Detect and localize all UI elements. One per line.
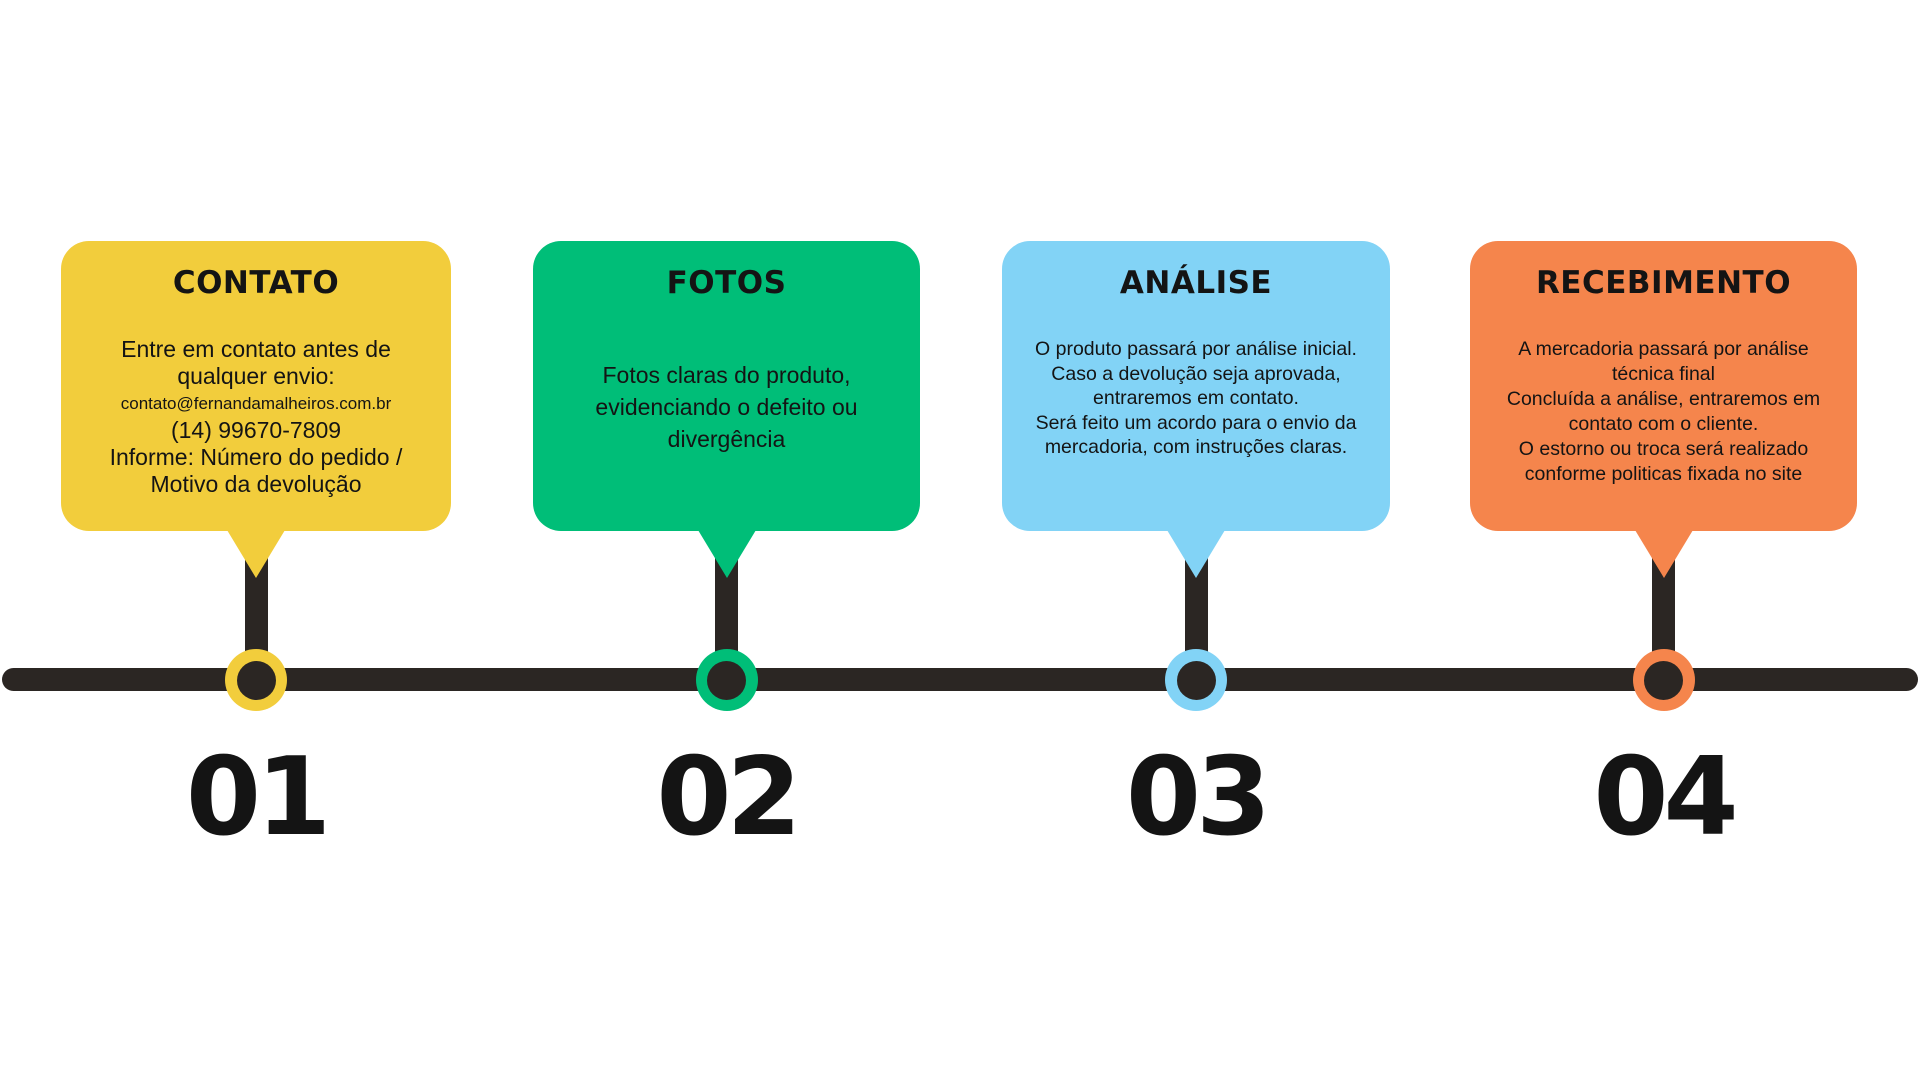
bubble-text-line: Será feito um acordo para o envio da xyxy=(1035,411,1357,434)
bubble-pointer xyxy=(1634,530,1693,578)
bubble-title: ANÁLISE xyxy=(1119,265,1273,301)
bubble-text-line: Entre em contato antes de xyxy=(121,336,391,362)
timeline-node xyxy=(225,649,287,711)
bubble-text-line: mercadoria, com instruções claras. xyxy=(1044,436,1348,458)
bubble-text-line: evidenciando o defeito ou xyxy=(595,394,858,420)
bubble-text-line: O produto passará por análise inicial. xyxy=(1035,338,1357,360)
bubble-text-line: Motivo da devolução xyxy=(150,471,362,497)
bubble-text-line: Fotos claras do produto, xyxy=(602,362,851,388)
bubble-pointer xyxy=(697,530,756,578)
step-contato: CONTATO Entre em contato antes de qualqu… xyxy=(61,241,451,881)
step-analise: ANÁLISE O produto passará por análise in… xyxy=(1002,241,1390,881)
bubble-text-line: A mercadoria passará por análise xyxy=(1518,338,1809,360)
bubble-text-line: O estorno ou troca será realizado xyxy=(1518,438,1809,460)
bubble-text-line: conforme politicas fixada no site xyxy=(1524,463,1803,485)
bubble-text-line: divergência xyxy=(667,426,786,452)
contact-phone: (14) 99670-7809 xyxy=(170,417,342,443)
bubble-pointer xyxy=(227,530,285,578)
step-recebimento: RECEBIMENTO A mercadoria passará por aná… xyxy=(1470,241,1857,881)
bubble-body: O produto passará por análise inicial. C… xyxy=(1016,337,1376,460)
bubble-text-line: técnica final xyxy=(1612,363,1715,385)
bubble-text-line: entraremos em contato. xyxy=(1093,387,1299,409)
bubble-pointer xyxy=(1167,530,1225,578)
timeline-node xyxy=(1632,649,1695,711)
speech-bubble-fotos: FOTOS Fotos claras do produto, evidencia… xyxy=(533,241,920,531)
step-number: 03 xyxy=(1125,735,1271,860)
bubble-text-line: qualquer envio: xyxy=(177,363,335,389)
node-dot xyxy=(1644,660,1683,700)
contact-email: contato@fernandamalheiros.com.br xyxy=(120,394,392,413)
bubble-title: RECEBIMENTO xyxy=(1535,265,1792,301)
bubble-text-line: Caso a devolução seja aprovada, xyxy=(1051,362,1341,385)
timeline-line xyxy=(2,668,1918,691)
speech-bubble-recebimento: RECEBIMENTO A mercadoria passará por aná… xyxy=(1470,241,1857,531)
speech-bubble-contato: CONTATO Entre em contato antes de qualqu… xyxy=(61,241,451,531)
node-dot xyxy=(707,660,746,700)
bubble-text-line: Concluída a análise, entraremos em xyxy=(1506,388,1821,410)
step-number: 04 xyxy=(1593,735,1738,860)
timeline-node xyxy=(1165,649,1227,711)
bubble-body: Fotos claras do produto, evidenciando o … xyxy=(547,359,906,455)
bubble-title: FOTOS xyxy=(666,265,787,301)
speech-bubble-analise: ANÁLISE O produto passará por análise in… xyxy=(1002,241,1390,531)
node-dot xyxy=(236,660,276,700)
step-fotos: FOTOS Fotos claras do produto, evidencia… xyxy=(533,241,920,881)
bubble-title: CONTATO xyxy=(172,265,340,301)
node-dot xyxy=(1176,660,1216,700)
bubble-body: A mercadoria passará por análise técnica… xyxy=(1484,337,1843,487)
bubble-body: Entre em contato antes de qualquer envio… xyxy=(75,336,437,498)
bubble-text-line: Informe: Número do pedido / xyxy=(109,444,403,470)
step-number: 01 xyxy=(185,735,331,860)
timeline-node xyxy=(695,649,758,711)
step-number: 02 xyxy=(656,735,801,860)
bubble-text-line: contato com o cliente. xyxy=(1568,413,1759,435)
